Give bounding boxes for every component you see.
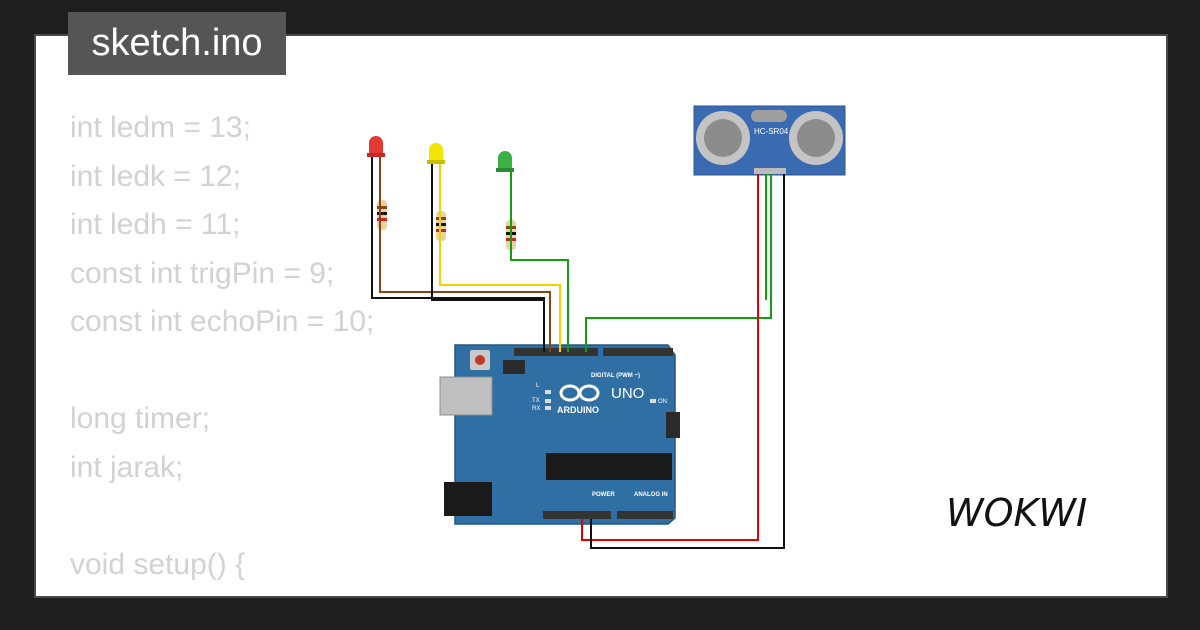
sensor-name: HC-SR04 [754, 127, 789, 136]
sensor-pin-header [754, 168, 786, 174]
hc-sr04-sensor[interactable]: HC-SR04 [693, 105, 846, 176]
led-rx [545, 406, 551, 410]
led-tx [545, 399, 551, 403]
analog-header [617, 511, 673, 519]
analog-label: ANALOG IN [634, 492, 668, 498]
wire-brown-pin13[interactable] [379, 157, 551, 352]
led-label-tx: TX [532, 398, 540, 404]
board-brand: ARDUINO [557, 405, 599, 415]
code-preview: int ledm = 13; int ledk = 12; int ledh = 1… [70, 104, 374, 589]
led-red-dome [369, 136, 383, 153]
sensor-transducer-left-mesh [704, 119, 742, 157]
top-header-left [514, 348, 598, 356]
resistor-1-band-1 [377, 206, 387, 209]
led-green-rim [496, 168, 514, 172]
code-line: int jarak; [70, 450, 184, 484]
usb-connector [439, 376, 493, 416]
code-line: const int echoPin = 10; [70, 305, 375, 338]
power-label: POWER [592, 492, 615, 498]
power-header [543, 511, 611, 519]
sketch-title-tab[interactable]: sketch.ino [68, 12, 286, 75]
code-line: int ledm = 13; [70, 111, 251, 144]
top-header-right [603, 348, 673, 356]
wire-black-red-led[interactable] [371, 157, 545, 352]
arduino-uno-board[interactable]: L TX RX ON ARDUINO UNO DIGITAL (PWM ~) P… [439, 344, 680, 525]
icsp-header-2 [666, 412, 680, 438]
wire-black-gnd[interactable] [590, 174, 785, 549]
code-line: int ledk = 12; [70, 159, 241, 193]
wire-green-trig[interactable] [585, 174, 772, 352]
icsp-header [503, 360, 525, 374]
led-on [650, 399, 656, 403]
wokwi-logo: WOKWI [946, 491, 1087, 535]
led-yellow-dome [429, 143, 443, 160]
atmega-chip [546, 453, 672, 480]
led-red-rim [367, 153, 385, 157]
led-yellow[interactable] [427, 143, 445, 164]
wire-black-yellow-led[interactable] [431, 164, 544, 301]
board-model: UNO [611, 385, 644, 402]
wire-yellow-pin12[interactable] [439, 164, 561, 352]
wires [371, 157, 785, 549]
sensor-crystal [751, 110, 787, 122]
resistor-1-band-2 [377, 212, 387, 215]
resistor-1-band-3 [377, 218, 387, 221]
wire-green-pin11[interactable] [510, 172, 569, 352]
reset-button[interactable] [475, 355, 485, 365]
led-label-rx: RX [532, 406, 540, 412]
led-label-l: L [536, 383, 540, 389]
wokwi-logo-text: WOKWI [946, 491, 1087, 535]
sensor-transducer-right-mesh [797, 119, 835, 157]
led-green[interactable] [496, 151, 514, 172]
led-green-dome [498, 151, 512, 168]
resistor-1[interactable] [377, 200, 387, 230]
power-jack [444, 482, 492, 516]
code-line: void setup() { [70, 547, 246, 581]
code-line: long timer; [70, 402, 211, 435]
code-line: int ledh = 11; [70, 208, 241, 241]
led-l [545, 390, 551, 394]
led-label-on: ON [658, 399, 667, 405]
digital-label: DIGITAL (PWM ~) [591, 373, 640, 379]
led-yellow-rim [427, 160, 445, 164]
led-red[interactable] [367, 136, 385, 157]
arduino-logo-icon [559, 384, 600, 402]
code-line: const int trigPin = 9; [70, 256, 335, 290]
wire-red-vcc[interactable] [581, 174, 759, 541]
